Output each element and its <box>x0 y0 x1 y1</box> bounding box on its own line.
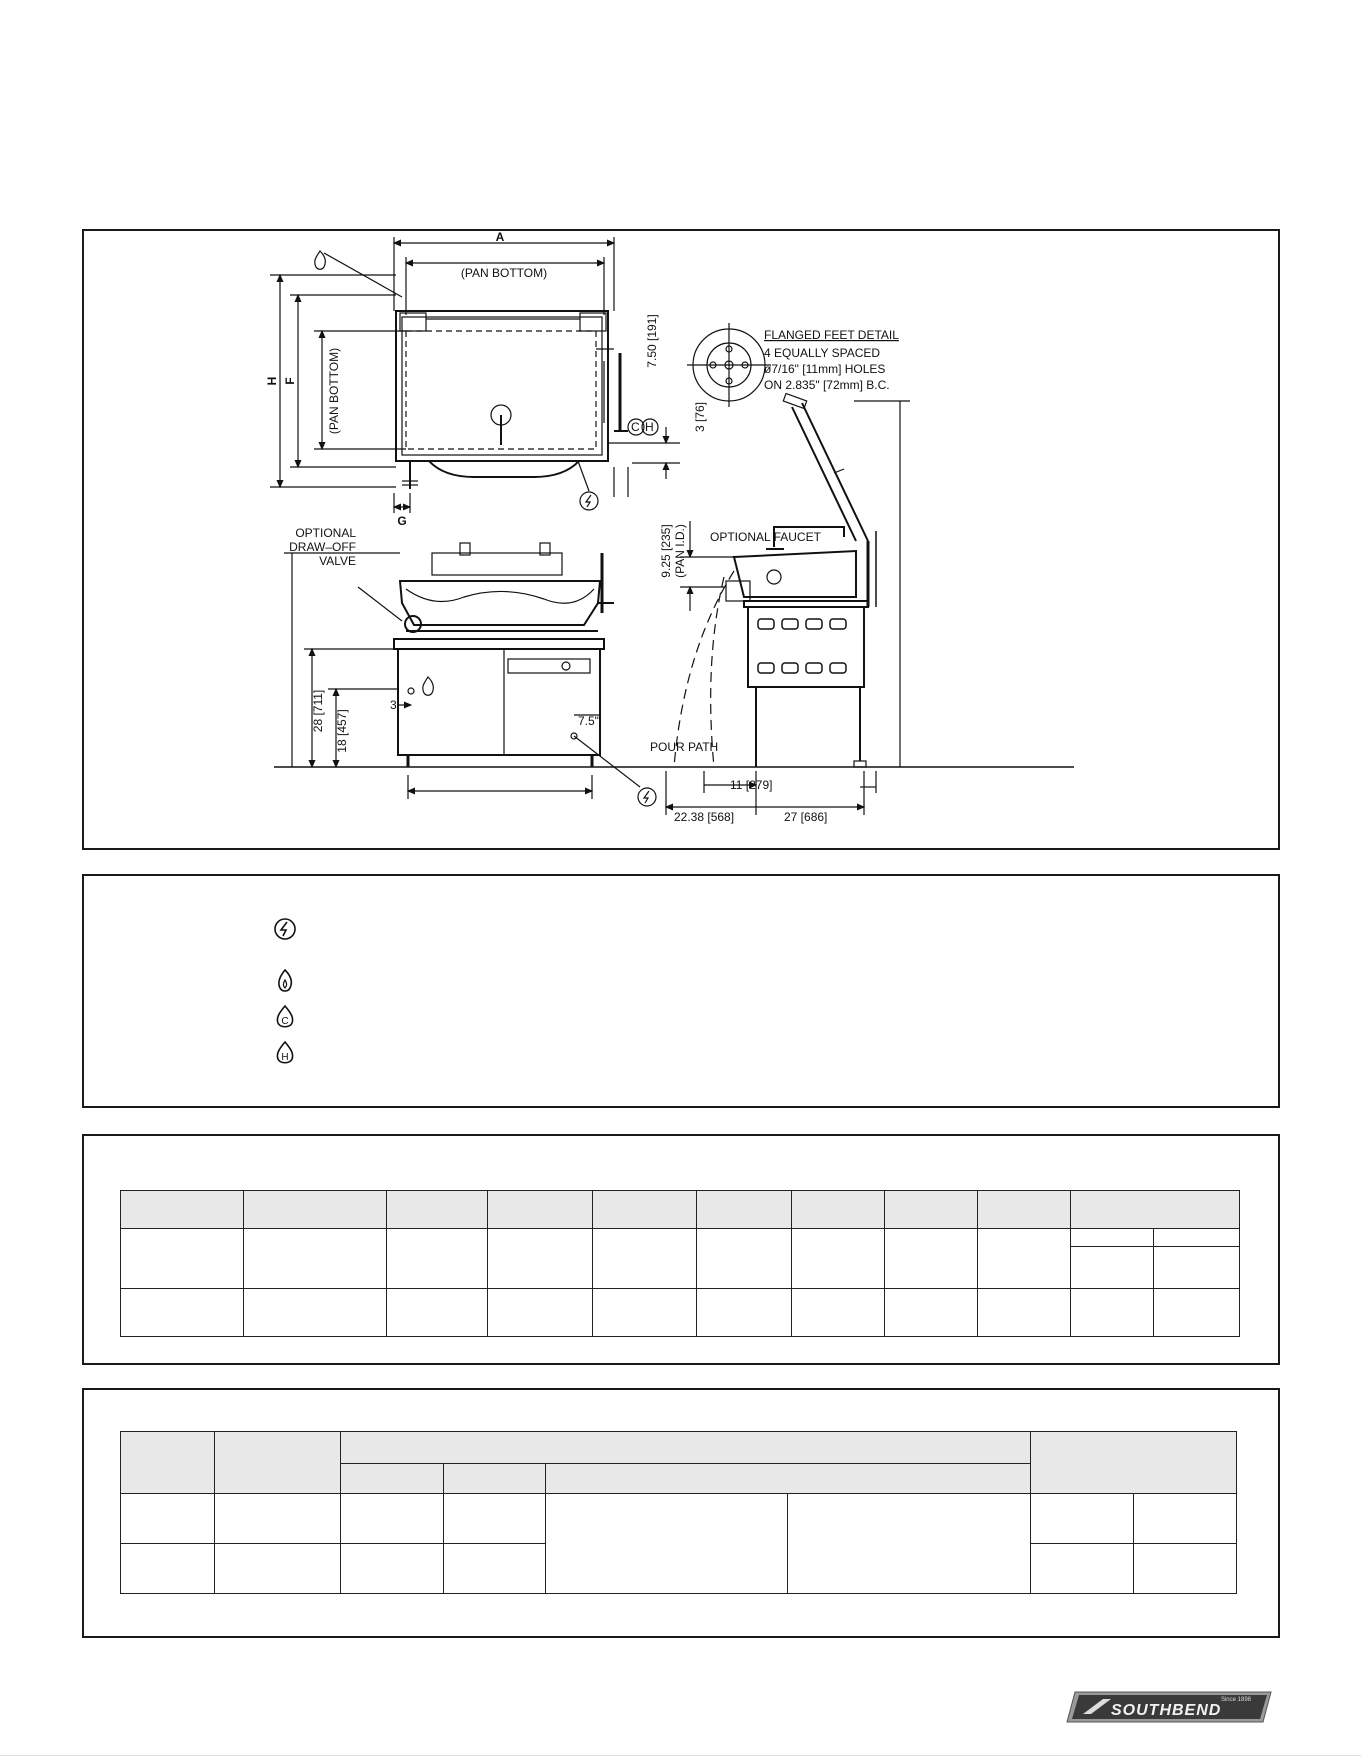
electric-icon-top <box>579 491 599 511</box>
drawoff-line-2: DRAW–OFF <box>289 540 356 554</box>
pan-bottom-side-label: (PAN BOTTOM) <box>327 348 341 434</box>
table-row <box>120 1228 1241 1289</box>
dim-g-label: G <box>397 514 406 528</box>
flanged-line-1: 4 EQUALLY SPACED <box>764 346 880 360</box>
footer-divider <box>0 1755 1361 1756</box>
svg-text:H: H <box>281 1052 288 1063</box>
dimensions-table <box>120 1190 1241 1337</box>
optional-faucet-label: OPTIONAL FAUCET <box>710 530 822 544</box>
dim-18-label: 18 [457] <box>335 709 349 752</box>
utility-table-panel <box>82 1388 1280 1638</box>
table-header-row <box>120 1431 1237 1494</box>
technical-drawing: C H A (PAN BOTTOM) H F (PAN BOTTOM) G 7.… <box>265 231 1074 824</box>
table-header-row <box>121 1463 1237 1494</box>
svg-text:C: C <box>631 420 640 434</box>
table-row <box>120 1543 1237 1594</box>
dim-925-label: 9.25 [235] <box>659 524 673 577</box>
utility-legend-panel: C H <box>82 874 1280 1108</box>
cold-water-icon: C <box>276 1004 294 1028</box>
svg-text:SOUTHBEND: SOUTHBEND <box>1111 1702 1221 1719</box>
dim-a-label: A <box>496 231 505 244</box>
electric-icon-front <box>637 787 657 807</box>
svg-text:Since 1898: Since 1898 <box>1221 1697 1252 1703</box>
dimensions-table-panel <box>82 1134 1280 1365</box>
dim-75-label: 7.5" <box>578 714 599 728</box>
pour-path-label: POUR PATH <box>650 740 718 754</box>
svg-text:C: C <box>281 1016 288 1027</box>
dim-f-label: F <box>283 377 297 384</box>
dim-3-label: 3 <box>390 698 397 712</box>
gas-icon <box>278 968 293 992</box>
dim-27-label: 27 [686] <box>784 810 827 824</box>
dim-750-label: 7.50 [191] <box>645 314 659 367</box>
table-row <box>121 1246 1241 1289</box>
drawing-panel: C H A (PAN BOTTOM) H F (PAN BOTTOM) G 7.… <box>82 229 1280 850</box>
table-header-row <box>120 1190 1240 1229</box>
utility-table <box>120 1431 1237 1594</box>
flanged-line-2: ø7/16" [11mm] HOLES <box>764 362 885 376</box>
pan-id-label: (PAN I.D.) <box>673 524 687 578</box>
flanged-title: FLANGED FEET DETAIL <box>764 328 899 342</box>
dim-11-label: 11 [279] <box>730 778 772 792</box>
table-row <box>120 1288 1241 1337</box>
electric-icon <box>274 918 296 940</box>
flanged-line-3: ON 2.835" [72mm] B.C. <box>764 378 890 392</box>
dim-h-label: H <box>265 377 279 386</box>
dim-3-76-label: 3 [76] <box>693 402 707 432</box>
dim-2238-label: 22.38 [568] <box>674 810 734 824</box>
gas-icon-top <box>314 250 326 270</box>
drawoff-line-3: VALVE <box>319 554 356 568</box>
hot-water-icon: H <box>276 1040 294 1064</box>
water-icons-top: C H <box>627 418 659 436</box>
table-row <box>120 1493 1237 1594</box>
pan-bottom-top-label: (PAN BOTTOM) <box>461 266 547 280</box>
svg-text:H: H <box>645 420 654 434</box>
dim-28-label: 28 [711] <box>311 690 325 732</box>
drawoff-line-1: OPTIONAL <box>295 526 356 540</box>
southbend-logo: SOUTHBEND Since 1898 <box>1066 1691 1272 1723</box>
gas-icon-front <box>422 676 434 696</box>
